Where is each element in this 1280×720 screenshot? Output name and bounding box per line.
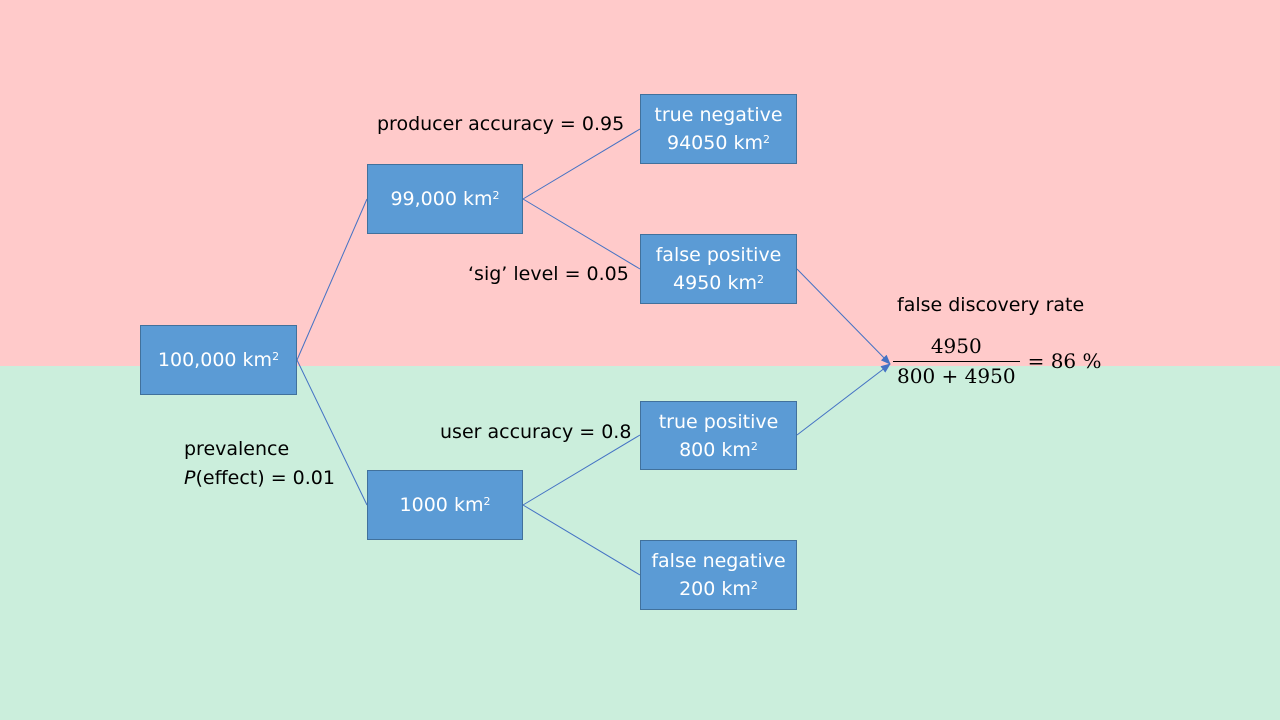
formula-denominator: 800 + 4950 [893,361,1020,388]
node-exponent: 2 [756,273,764,286]
node-value: 99,000 [390,188,457,210]
node-exponent: 2 [483,495,491,508]
label-prevalence-value: P(effect) = 0.01 [184,464,335,493]
formula-plus: + [941,364,959,388]
formula-fraction: 4950 800 + 4950 [893,333,1020,388]
label-producer-accuracy: producer accuracy = 0.95 [377,113,625,135]
node-exponent: 2 [750,439,758,453]
node-title: true positive [658,410,779,433]
false-discovery-rate-formula: 4950 800 + 4950 = 86 % [893,333,1102,388]
node-value: 100,000 [157,349,237,371]
edge-absent-to-false-positive [522,198,641,270]
node-effect-present: 1000 km2 [367,470,523,540]
node-exponent: 2 [763,133,770,146]
node-exponent: 2 [750,579,758,592]
formula-denominator-a: 800 [897,364,936,388]
formula-denominator-b: 4950 [964,364,1016,388]
node-unit: km [453,494,484,516]
arrow-true-positive-to-formula [796,363,891,436]
edge-absent-to-true-negative [522,128,641,200]
formula-equals: = [1027,348,1045,373]
node-unit: km [242,349,273,371]
node-unit: km [721,578,751,600]
node-unit: km [727,272,757,294]
label-user-accuracy: user accuracy = 0.8 [440,421,632,443]
node-true-negative: true negative 94050 km2 [640,94,797,164]
label-sig-level: ‘sig’ level = 0.05 [468,263,629,285]
probability-symbol: P [184,467,196,489]
node-value: 1000 [399,494,448,516]
node-unit: km [733,132,763,154]
edge-present-to-false-negative [522,504,641,576]
node-value: 800 [679,438,716,461]
node-value: 94050 [666,132,728,154]
edge-root-to-effect-absent [296,198,368,361]
formula-result: = 86 % [1028,349,1102,373]
label-prevalence-title: prevalence [184,438,290,460]
node-true-positive: true positive 800 km2 [640,401,797,470]
node-unit: km [463,188,493,210]
node-root-total-area: 100,000 km2 [140,325,297,395]
node-effect-absent: 99,000 km2 [367,164,523,234]
node-false-negative: false negative 200 km2 [640,540,797,610]
node-title: true negative [654,104,783,126]
formula-numerator: 4950 [930,334,982,358]
node-unit: km [721,438,751,461]
label-prevalence: prevalence P(effect) = 0.01 [184,435,335,493]
region-negative-background [0,0,1280,366]
node-value: 200 [679,578,716,600]
edge-present-to-true-positive [522,434,641,506]
node-exponent: 2 [272,350,280,363]
edge-root-to-effect-present [296,359,368,506]
formula-result-value: 86 % [1050,348,1102,373]
node-false-positive: false positive 4950 km2 [640,234,797,304]
node-title: false positive [655,244,782,266]
node-exponent: 2 [492,189,500,202]
prevalence-expression: (effect) = 0.01 [195,467,335,489]
arrow-false-positive-to-formula [796,268,891,365]
formula-title: false discovery rate [897,294,1085,316]
node-value: 4950 [673,272,722,294]
node-title: false negative [651,550,786,572]
